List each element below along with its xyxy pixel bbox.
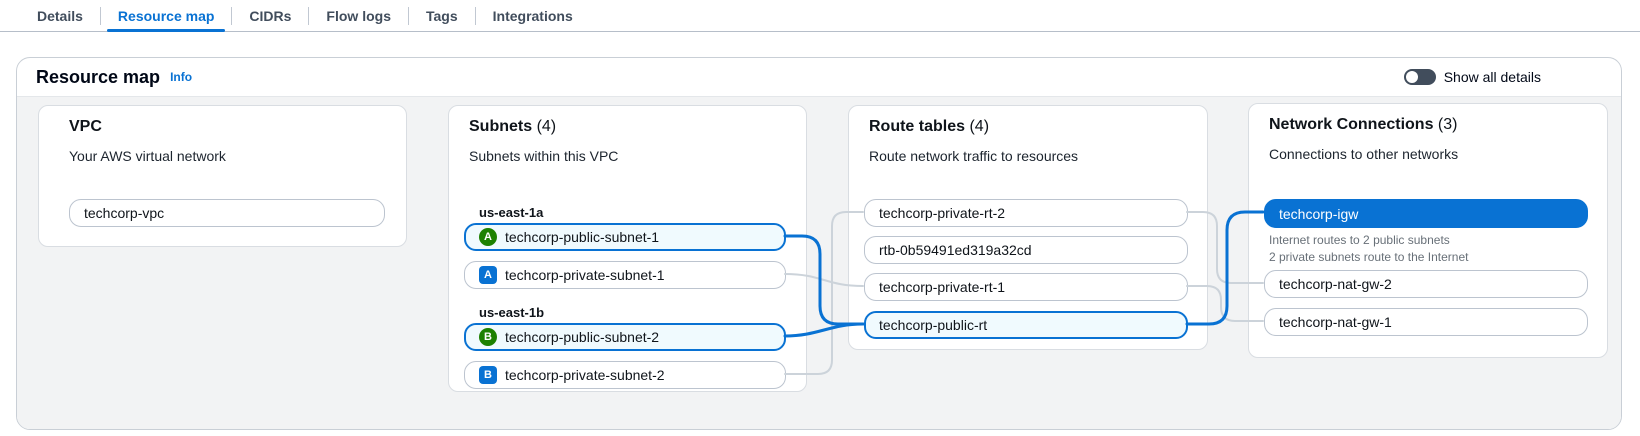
network-connections-count: (3) xyxy=(1437,116,1458,133)
igw-caption-line-2: 2 private subnets route to the Internet xyxy=(1269,250,1469,264)
route-table-node-label: techcorp-public-rt xyxy=(879,317,988,333)
subnet-node-public-2[interactable]: B techcorp-public-subnet-2 xyxy=(464,323,786,351)
subnets-card-subtitle: Subnets within this VPC xyxy=(469,148,619,164)
vpc-card: VPC Your AWS virtual network techcorp-vp… xyxy=(38,105,407,247)
route-tables-card-subtitle: Route network traffic to resources xyxy=(869,148,1079,164)
network-node-nat-gw-2[interactable]: techcorp-nat-gw-2 xyxy=(1264,270,1588,298)
network-connections-card: Network Connections (3) Connections to o… xyxy=(1248,103,1608,358)
tab-bar-divider xyxy=(0,31,1640,32)
az-group-label-us-east-1a: us-east-1a xyxy=(479,205,544,220)
subnet-node-label: techcorp-public-subnet-2 xyxy=(505,329,660,345)
route-tables-card-title: Route tables (4) xyxy=(869,118,989,136)
route-tables-card: Route tables (4) Route network traffic t… xyxy=(848,105,1208,350)
tab-integrations[interactable]: Integrations xyxy=(492,8,573,24)
route-table-node-private-rt-1[interactable]: techcorp-private-rt-1 xyxy=(864,273,1188,301)
subnets-title-text: Subnets xyxy=(469,118,533,135)
igw-caption-line-1: Internet routes to 2 public subnets xyxy=(1269,233,1450,247)
igw-caption: Internet routes to 2 public subnets 2 pr… xyxy=(1269,232,1468,266)
subnet-node-label: techcorp-public-subnet-1 xyxy=(505,229,660,245)
panel-header: Resource map Info Show all details xyxy=(17,58,1621,96)
tab-separator xyxy=(407,7,409,25)
vpc-card-subtitle: Your AWS virtual network xyxy=(69,148,226,164)
route-table-node-main[interactable]: rtb-0b59491ed319a32cd xyxy=(864,236,1188,264)
route-tables-title-text: Route tables xyxy=(869,118,966,135)
private-subnet-az-b-icon: B xyxy=(479,366,497,384)
tab-cidrs[interactable]: CIDRs xyxy=(249,8,292,24)
tab-bar: Details Resource map CIDRs Flow logs Tag… xyxy=(20,0,590,32)
network-node-label: techcorp-nat-gw-2 xyxy=(1279,276,1392,292)
vpc-card-title: VPC xyxy=(69,118,102,135)
show-all-details-control: Show all details xyxy=(1403,58,1541,96)
az-group-label-us-east-1b: us-east-1b xyxy=(479,305,545,320)
show-all-details-toggle[interactable] xyxy=(1403,69,1436,85)
subnets-card-title: Subnets (4) xyxy=(469,118,556,136)
route-table-node-label: techcorp-private-rt-2 xyxy=(879,205,1006,221)
route-table-node-label: techcorp-private-rt-1 xyxy=(879,279,1006,295)
route-table-node-label: rtb-0b59491ed319a32cd xyxy=(879,242,1032,258)
vpc-node[interactable]: techcorp-vpc xyxy=(69,199,385,227)
network-connections-card-subtitle: Connections to other networks xyxy=(1269,146,1459,162)
info-link[interactable]: Info xyxy=(170,70,193,84)
subnet-node-label: techcorp-private-subnet-2 xyxy=(505,367,665,383)
subnet-node-public-1[interactable]: A techcorp-public-subnet-1 xyxy=(464,223,786,251)
tab-details[interactable]: Details xyxy=(37,8,83,24)
network-node-label: techcorp-igw xyxy=(1279,205,1359,222)
network-node-label: techcorp-nat-gw-1 xyxy=(1279,314,1392,330)
vpc-node-label: techcorp-vpc xyxy=(84,205,165,221)
tab-separator xyxy=(231,7,233,25)
subnet-node-private-1[interactable]: A techcorp-private-subnet-1 xyxy=(464,261,786,289)
tab-separator xyxy=(474,7,476,25)
public-subnet-az-a-icon: A xyxy=(479,228,497,246)
tab-resource-map[interactable]: Resource map xyxy=(101,0,231,32)
route-table-node-private-rt-2[interactable]: techcorp-private-rt-2 xyxy=(864,199,1188,227)
show-all-details-label: Show all details xyxy=(1443,69,1541,85)
tab-separator xyxy=(308,7,310,25)
toggle-knob-icon xyxy=(1405,71,1418,83)
network-node-nat-gw-1[interactable]: techcorp-nat-gw-1 xyxy=(1264,308,1588,336)
route-tables-count: (4) xyxy=(969,118,990,135)
subnets-count: (4) xyxy=(536,118,557,135)
network-connections-title-text: Network Connections xyxy=(1269,116,1434,133)
network-connections-card-title: Network Connections (3) xyxy=(1269,116,1457,134)
tab-separator xyxy=(99,7,101,25)
public-subnet-az-b-icon: B xyxy=(479,328,497,346)
private-subnet-az-a-icon: A xyxy=(479,266,497,284)
network-node-igw[interactable]: techcorp-igw xyxy=(1264,199,1588,228)
route-table-node-public-rt[interactable]: techcorp-public-rt xyxy=(864,311,1188,339)
tab-flow-logs[interactable]: Flow logs xyxy=(326,8,391,24)
subnets-card: Subnets (4) Subnets within this VPC us-e… xyxy=(448,105,807,392)
subnet-node-label: techcorp-private-subnet-1 xyxy=(505,267,665,283)
panel-title: Resource map xyxy=(36,66,161,87)
subnet-node-private-2[interactable]: B techcorp-private-subnet-2 xyxy=(464,361,786,389)
tab-tags[interactable]: Tags xyxy=(425,8,458,24)
